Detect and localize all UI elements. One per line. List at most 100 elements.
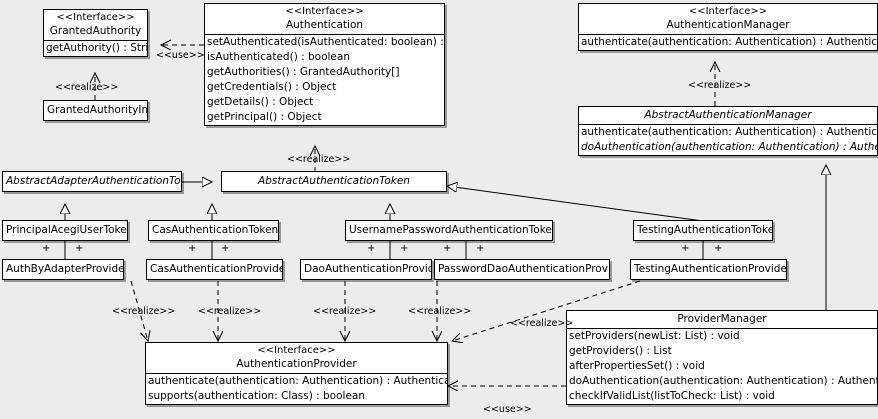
class-name: PrincipalAcegiUserToken (6, 224, 128, 236)
class-abstract-adapter-authentication-token[interactable]: AbstractAdapterAuthenticationToken (2, 171, 182, 192)
class-header: PasswordDaoAuthenticationProvider (435, 260, 609, 279)
operation: setProviders(newList: List) : void (569, 330, 740, 342)
compartment-divider (567, 328, 877, 329)
association-end-plus: + (221, 243, 230, 254)
class-name: CasAuthenticationToken (152, 224, 279, 236)
association-end-plus: + (714, 243, 723, 254)
class-header: <<Interface>> AuthenticationManager (579, 4, 877, 34)
class-header: AuthByAdapterProvider (3, 260, 123, 279)
relationship-label-realize-abstract-authentication-manager: <<realize>> (688, 80, 752, 91)
operation: supports(authentication: Class) : boolea… (148, 390, 365, 402)
class-header: DaoAuthenticationProvider (301, 260, 431, 279)
class-name: AuthenticationManager (666, 19, 790, 31)
operation: getPrincipal() : Object (207, 111, 322, 123)
operation: doAuthentication(authentication: Authent… (581, 141, 877, 153)
class-authentication-manager[interactable]: <<Interface>> AuthenticationManager auth… (578, 3, 878, 51)
class-name: ProviderManager (677, 313, 767, 325)
operation: afterPropertiesSet() : void (569, 360, 705, 372)
operations-compartment: getAuthority() : String (44, 41, 147, 56)
relationship-label-realize-auth-by-adapter: <<realize>> (112, 306, 176, 317)
class-header: GrantedAuthorityImpl (44, 101, 147, 120)
class-testing-authentication-provider[interactable]: TestingAuthenticationProvider (630, 259, 787, 280)
class-testing-authentication-token[interactable]: TestingAuthenticationToken (633, 220, 773, 241)
class-name: AuthenticationProvider (236, 358, 357, 370)
class-header: TestingAuthenticationToken (634, 221, 772, 240)
class-abstract-authentication-token[interactable]: AbstractAuthenticationToken (221, 171, 447, 192)
class-name: UsernamePasswordAuthenticationToken (349, 224, 553, 236)
class-header: ProviderManager (567, 311, 877, 328)
class-header: TestingAuthenticationProvider (631, 260, 786, 279)
relationship-label-realize-password-dao-provider: <<realize>> (408, 306, 472, 317)
relationship-label-realize-testing-provider: <<realize>> (510, 318, 574, 329)
class-header: CasAuthenticationProvider (147, 260, 282, 279)
compartment-divider (205, 34, 444, 35)
operations-compartment: authenticate(authentication: Authenticat… (579, 35, 877, 50)
operation: getAuthority() : String (46, 42, 148, 54)
class-header: AbstractAdapterAuthenticationToken (3, 172, 181, 191)
compartment-divider (579, 34, 877, 35)
stereotype-label: <<Interface>> (285, 6, 364, 17)
operations-compartment: setProviders(newList: List) : void getPr… (567, 329, 877, 404)
operations-compartment: setAuthenticated(isAuthenticated: boolea… (205, 35, 444, 125)
class-header: <<Interface>> GrantedAuthority (44, 10, 147, 40)
stereotype-label: <<Interface>> (56, 12, 135, 23)
class-granted-authority-impl[interactable]: GrantedAuthorityImpl (43, 100, 148, 121)
class-header: <<Interface>> Authentication (205, 4, 444, 34)
class-header: <<Interface>> AuthenticationProvider (146, 343, 447, 373)
class-header: CasAuthenticationToken (149, 221, 278, 240)
class-header: PrincipalAcegiUserToken (3, 221, 127, 240)
class-cas-authentication-token[interactable]: CasAuthenticationToken (148, 220, 279, 241)
operation: setAuthenticated(isAuthenticated: boolea… (207, 36, 445, 48)
class-name: TestingAuthenticationToken (637, 224, 773, 236)
class-authentication[interactable]: <<Interface>> Authentication setAuthenti… (204, 3, 445, 126)
operation: getDetails() : Object (207, 96, 314, 108)
class-dao-authentication-provider[interactable]: DaoAuthenticationProvider (300, 259, 432, 280)
operation: getCredentials() : Object (207, 81, 337, 93)
class-name: AbstractAdapterAuthenticationToken (6, 175, 182, 187)
class-name: DaoAuthenticationProvider (304, 263, 432, 275)
class-name: PasswordDaoAuthenticationProvider (438, 263, 610, 275)
class-name: CasAuthenticationProvider (150, 263, 283, 275)
class-principal-acegi-user-token[interactable]: PrincipalAcegiUserToken (2, 220, 128, 241)
class-name: GrantedAuthorityImpl (47, 104, 147, 116)
association-end-plus: + (443, 243, 452, 254)
operation: authenticate(authentication: Authenticat… (581, 36, 878, 48)
class-authentication-provider[interactable]: <<Interface>> AuthenticationProvider aut… (145, 342, 448, 405)
compartment-divider (579, 124, 877, 125)
class-name: AbstractAuthenticationToken (258, 175, 410, 187)
class-cas-authentication-provider[interactable]: CasAuthenticationProvider (146, 259, 283, 280)
class-auth-by-adapter-provider[interactable]: AuthByAdapterProvider (2, 259, 124, 280)
class-name: AbstractAuthenticationManager (644, 109, 812, 121)
stereotype-label: <<Interface>> (257, 345, 336, 356)
relationship-label-use-provider-manager: <<use>> (483, 404, 532, 415)
association-end-plus: + (42, 243, 51, 254)
class-granted-authority[interactable]: <<Interface>> GrantedAuthority getAuthor… (43, 9, 148, 57)
class-username-password-authentication-token[interactable]: UsernamePasswordAuthenticationToken (345, 220, 553, 241)
class-name: TestingAuthenticationProvider (634, 263, 787, 275)
operations-compartment: authenticate(authentication: Authenticat… (579, 125, 877, 155)
class-provider-manager[interactable]: ProviderManager setProviders(newList: Li… (566, 310, 878, 405)
association-end-plus: + (75, 243, 84, 254)
relationship-label-realize-grantedauthorityimpl: <<realize>> (55, 82, 119, 93)
association-end-plus: + (400, 243, 409, 254)
operation: getProviders() : List (569, 345, 672, 357)
operation: checkIfValidList(listToCheck: List) : vo… (569, 390, 775, 402)
class-header: AbstractAuthenticationToken (222, 172, 446, 191)
operations-compartment: authenticate(authentication: Authenticat… (146, 374, 447, 404)
class-abstract-authentication-manager[interactable]: AbstractAuthenticationManager authentica… (578, 106, 878, 156)
relationship-label-realize-cas-provider: <<realize>> (198, 306, 262, 317)
association-end-plus: + (188, 243, 197, 254)
association-end-plus: + (476, 243, 485, 254)
operation: doAuthentication(authentication: Authent… (569, 375, 878, 387)
operation: authenticate(authentication: Authenticat… (581, 126, 878, 138)
association-end-plus: + (681, 243, 690, 254)
class-name: AuthByAdapterProvider (6, 263, 124, 275)
class-header: AbstractAuthenticationManager (579, 107, 877, 124)
operation: isAuthenticated() : boolean (207, 51, 350, 63)
compartment-divider (146, 373, 447, 374)
stereotype-label: <<Interface>> (688, 6, 768, 17)
class-password-dao-authentication-provider[interactable]: PasswordDaoAuthenticationProvider (434, 259, 610, 280)
relationship-label-realize-dao-provider: <<realize>> (313, 306, 377, 317)
class-header: UsernamePasswordAuthenticationToken (346, 221, 552, 240)
operation: authenticate(authentication: Authenticat… (148, 375, 448, 387)
